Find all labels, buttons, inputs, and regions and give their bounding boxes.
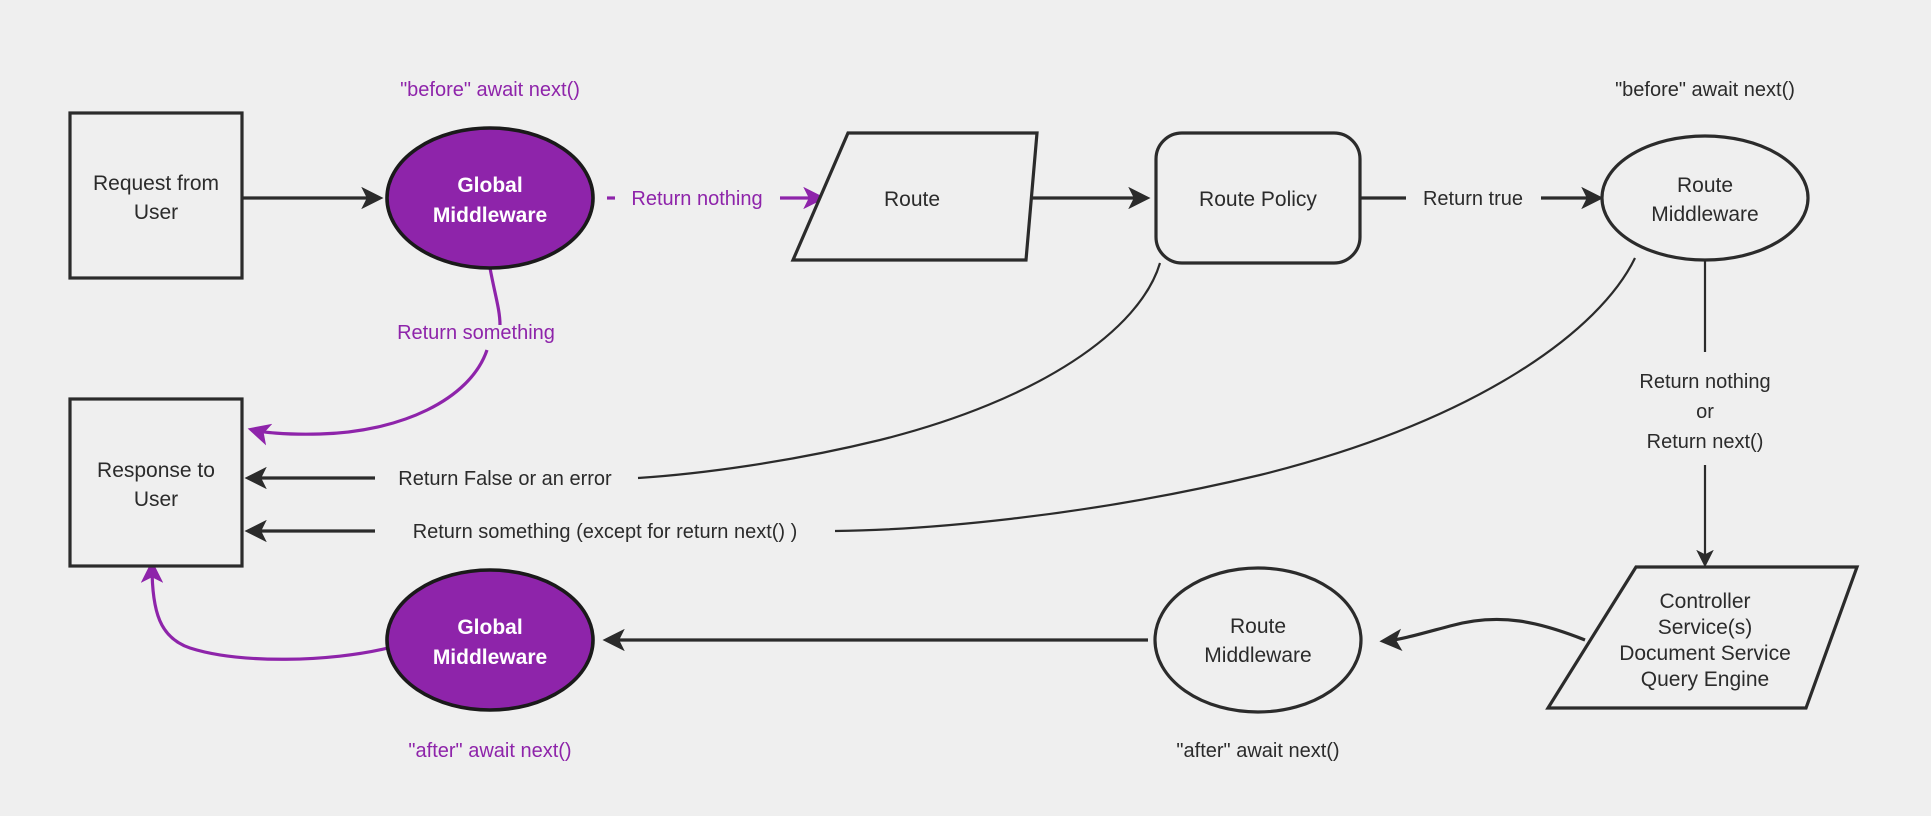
node-global-middleware-top-label-line2: Middleware — [433, 204, 547, 227]
node-route-middleware-top-label-line2: Middleware — [1651, 203, 1758, 226]
annotation-after-await-next-route-middleware: "after" await next() — [1176, 740, 1339, 762]
edge-route-policy-to-response-curve — [637, 262, 1162, 480]
edge-label-return-true: Return true — [1423, 188, 1523, 210]
node-route-middleware-bottom-label-line2: Middleware — [1204, 644, 1311, 667]
node-controller-label-line2: Service(s) — [1658, 616, 1753, 639]
node-controller-label-line3: Document Service — [1619, 642, 1791, 665]
node-response-label-line2: User — [134, 488, 178, 511]
edge-label-return-nothing-or-next-line1: Return nothing — [1639, 371, 1770, 393]
node-route-middleware-top[interactable] — [1600, 134, 1810, 262]
edge-label-return-nothing: Return nothing — [631, 188, 762, 210]
edge-label-return-nothing-or-next-line3: Return next() — [1647, 431, 1764, 453]
node-route-policy[interactable] — [1154, 131, 1362, 265]
node-response-to-user[interactable] — [68, 397, 244, 568]
annotation-before-await-next-route-middleware: "before" await next() — [1615, 79, 1795, 101]
node-route[interactable] — [790, 131, 1039, 262]
node-controller-label-line1: Controller — [1659, 590, 1750, 613]
edge-global-middleware-bottom-to-response — [140, 560, 389, 661]
node-request-label-line1: Request from — [93, 172, 219, 195]
node-global-middleware-bottom-label-line1: Global — [457, 616, 522, 639]
edge-label-return-something-except: Return something (except for return next… — [413, 521, 798, 543]
edge-controller-to-route-middleware-bottom — [1379, 617, 1586, 652]
node-global-middleware-top[interactable] — [385, 126, 595, 270]
edge-label-return-something: Return something — [397, 322, 555, 344]
node-route-label: Route — [884, 188, 940, 211]
node-request-from-user[interactable] — [68, 111, 244, 280]
annotation-before-await-next-global: "before" await next() — [400, 79, 580, 101]
edge-label-return-nothing-or-next-line2: or — [1696, 401, 1714, 423]
node-controller-services[interactable] — [1545, 565, 1860, 710]
node-controller-label-line4: Query Engine — [1641, 668, 1769, 691]
node-route-policy-label: Route Policy — [1199, 188, 1317, 211]
node-global-middleware-bottom-label-line2: Middleware — [433, 646, 547, 669]
node-global-middleware-top-label-line1: Global — [457, 174, 522, 197]
node-response-label-line1: Response to — [97, 459, 215, 482]
edge-route-middleware-to-response-curve — [834, 257, 1636, 533]
node-global-middleware-bottom[interactable] — [385, 568, 595, 712]
node-route-middleware-bottom-label-line1: Route — [1230, 615, 1286, 638]
node-route-middleware-top-label-line1: Route — [1677, 174, 1733, 197]
node-route-middleware-bottom[interactable] — [1153, 566, 1363, 714]
edge-global-middleware-to-response — [247, 349, 489, 446]
edge-label-return-false-or-error: Return False or an error — [398, 468, 612, 490]
node-request-label-line2: User — [134, 201, 178, 224]
edge-global-middleware-return-something-stub — [488, 267, 502, 326]
annotation-after-await-next-global: "after" await next() — [408, 740, 571, 762]
